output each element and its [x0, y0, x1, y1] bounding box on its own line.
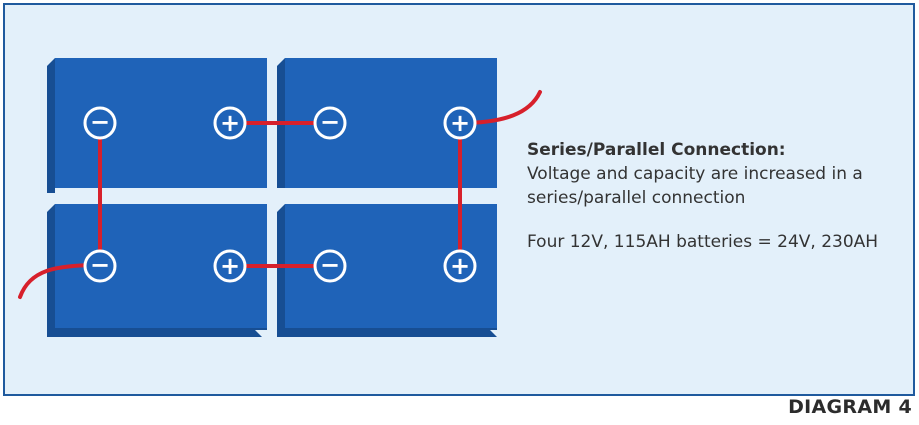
- terminal-negative-bottom-left: −: [83, 249, 117, 283]
- terminal-positive-bottom-left: +: [213, 249, 247, 283]
- terminal-positive-top-right: +: [443, 106, 477, 140]
- battery-bottom-right: [277, 204, 497, 337]
- svg-text:−: −: [90, 251, 110, 279]
- connection-info: Series/Parallel Connection: Voltage and …: [527, 138, 912, 254]
- terminal-negative-top-right: −: [313, 106, 347, 140]
- svg-text:+: +: [220, 252, 240, 280]
- diagram-label: DIAGRAM 4: [788, 396, 912, 418]
- terminal-negative-top-left: −: [83, 106, 117, 140]
- svg-text:−: −: [320, 251, 340, 279]
- connection-ratings: Four 12V, 115AH batteries = 24V, 230AH: [527, 232, 879, 252]
- connection-description: Voltage and capacity are increased in a …: [527, 164, 863, 208]
- svg-text:−: −: [320, 108, 340, 136]
- svg-text:+: +: [450, 252, 470, 280]
- svg-text:+: +: [450, 109, 470, 137]
- terminal-positive-top-left: +: [213, 106, 247, 140]
- connection-heading: Series/Parallel Connection:: [527, 140, 786, 160]
- terminal-positive-bottom-right: +: [443, 249, 477, 283]
- svg-text:−: −: [90, 108, 110, 136]
- terminal-negative-bottom-right: −: [313, 249, 347, 283]
- svg-text:+: +: [220, 109, 240, 137]
